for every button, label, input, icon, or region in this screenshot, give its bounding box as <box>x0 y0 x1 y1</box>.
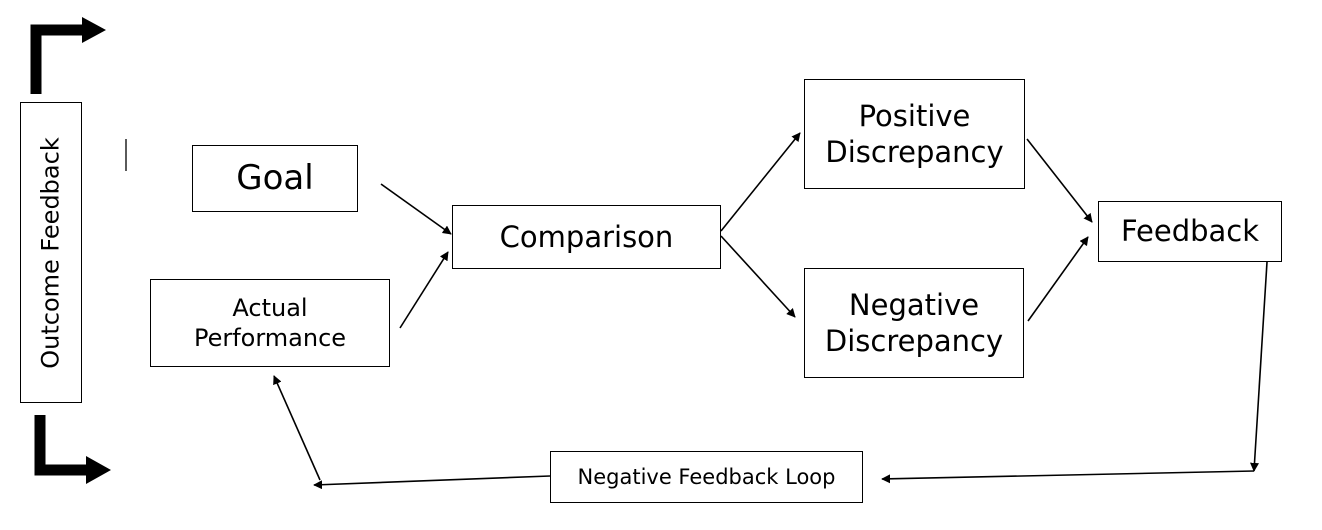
goal-label: Goal <box>236 158 314 199</box>
arrow-feedback-down <box>1250 261 1268 472</box>
comparison-label: Comparison <box>499 219 674 254</box>
negative-feedback-loop-node: Negative Feedback Loop <box>550 451 863 503</box>
arrow-comparison-to-positive <box>720 132 801 232</box>
positive-discrepancy-node: Positive Discrepancy <box>804 79 1025 189</box>
arrow-to-actual-performance <box>273 375 321 481</box>
actual-performance-label-line2: Performance <box>193 324 347 352</box>
negative-discrepancy-node: Negative Discrepancy <box>804 268 1024 378</box>
arrow-goal-to-comparison <box>380 183 452 235</box>
arrow-loop-to-left <box>313 475 551 490</box>
bent-arrow-down-icon <box>34 415 111 484</box>
negative-discrepancy-label-line2: Discrepancy <box>824 324 1004 358</box>
bent-arrow-up-icon <box>30 17 106 94</box>
outcome-feedback-label: Outcome Feedback <box>37 136 65 369</box>
outcome-feedback-node: Outcome Feedback <box>20 102 82 403</box>
arrow-to-negative-feedback-loop <box>881 470 1255 484</box>
arrow-comparison-to-negative <box>720 235 796 318</box>
positive-discrepancy-label-line2: Discrepancy <box>825 135 1004 169</box>
actual-performance-node: Actual Performance <box>150 279 390 367</box>
goal-node: Goal <box>192 145 358 212</box>
arrow-positive-to-feedback <box>1026 138 1093 223</box>
negative-discrepancy-label-line1: Negative <box>848 287 980 322</box>
arrow-negative-to-feedback <box>1027 236 1089 322</box>
comparison-node: Comparison <box>452 205 721 269</box>
negative-feedback-loop-label: Negative Feedback Loop <box>577 464 836 489</box>
actual-performance-label-line1: Actual <box>232 294 308 322</box>
positive-discrepancy-label-line1: Positive <box>858 98 971 133</box>
feedback-node: Feedback <box>1098 201 1282 262</box>
feedback-label: Feedback <box>1120 214 1260 249</box>
arrow-actual-to-comparison <box>399 251 449 329</box>
